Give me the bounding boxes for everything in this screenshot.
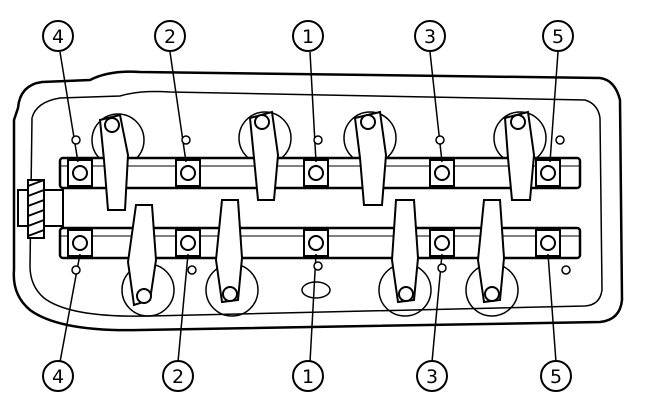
rocker-adjusters-top — [104, 114, 526, 133]
callout-bottom-2: 2 — [162, 360, 194, 392]
oil-holes — [71, 135, 571, 275]
svg-text:4: 4 — [52, 366, 64, 388]
callout-bottom-1: 4 — [42, 360, 74, 392]
svg-text:1: 1 — [302, 366, 314, 388]
svg-text:4: 4 — [52, 26, 64, 48]
callout-top-1: 4 — [42, 20, 74, 52]
shaft-bolts-top — [67, 159, 561, 187]
svg-text:3: 3 — [426, 366, 438, 388]
shaft-bolts-bottom — [67, 229, 561, 257]
cylinder-head-outline — [12, 70, 624, 332]
svg-text:5: 5 — [550, 366, 562, 388]
callout-top-2: 2 — [154, 20, 186, 52]
callout-bottom-3: 1 — [292, 360, 324, 392]
callout-top-3: 1 — [292, 20, 324, 52]
camshaft-end — [17, 179, 64, 239]
rocker-arms-bottom — [126, 199, 506, 307]
callout-bottom-5: 5 — [540, 360, 572, 392]
callout-top-4: 3 — [414, 20, 446, 52]
rocker-arms-top — [98, 110, 536, 211]
callouts-bottom: 4 2 1 3 5 — [42, 360, 572, 392]
svg-text:3: 3 — [424, 26, 436, 48]
svg-text:2: 2 — [172, 366, 184, 388]
callout-top-5: 5 — [542, 20, 574, 52]
svg-text:2: 2 — [164, 26, 176, 48]
rocker-adjusters-bottom — [136, 286, 500, 304]
callout-bottom-4: 3 — [416, 360, 448, 392]
callouts-top: 4 2 1 3 5 — [42, 20, 574, 52]
svg-text:1: 1 — [302, 26, 314, 48]
svg-text:5: 5 — [552, 26, 564, 48]
